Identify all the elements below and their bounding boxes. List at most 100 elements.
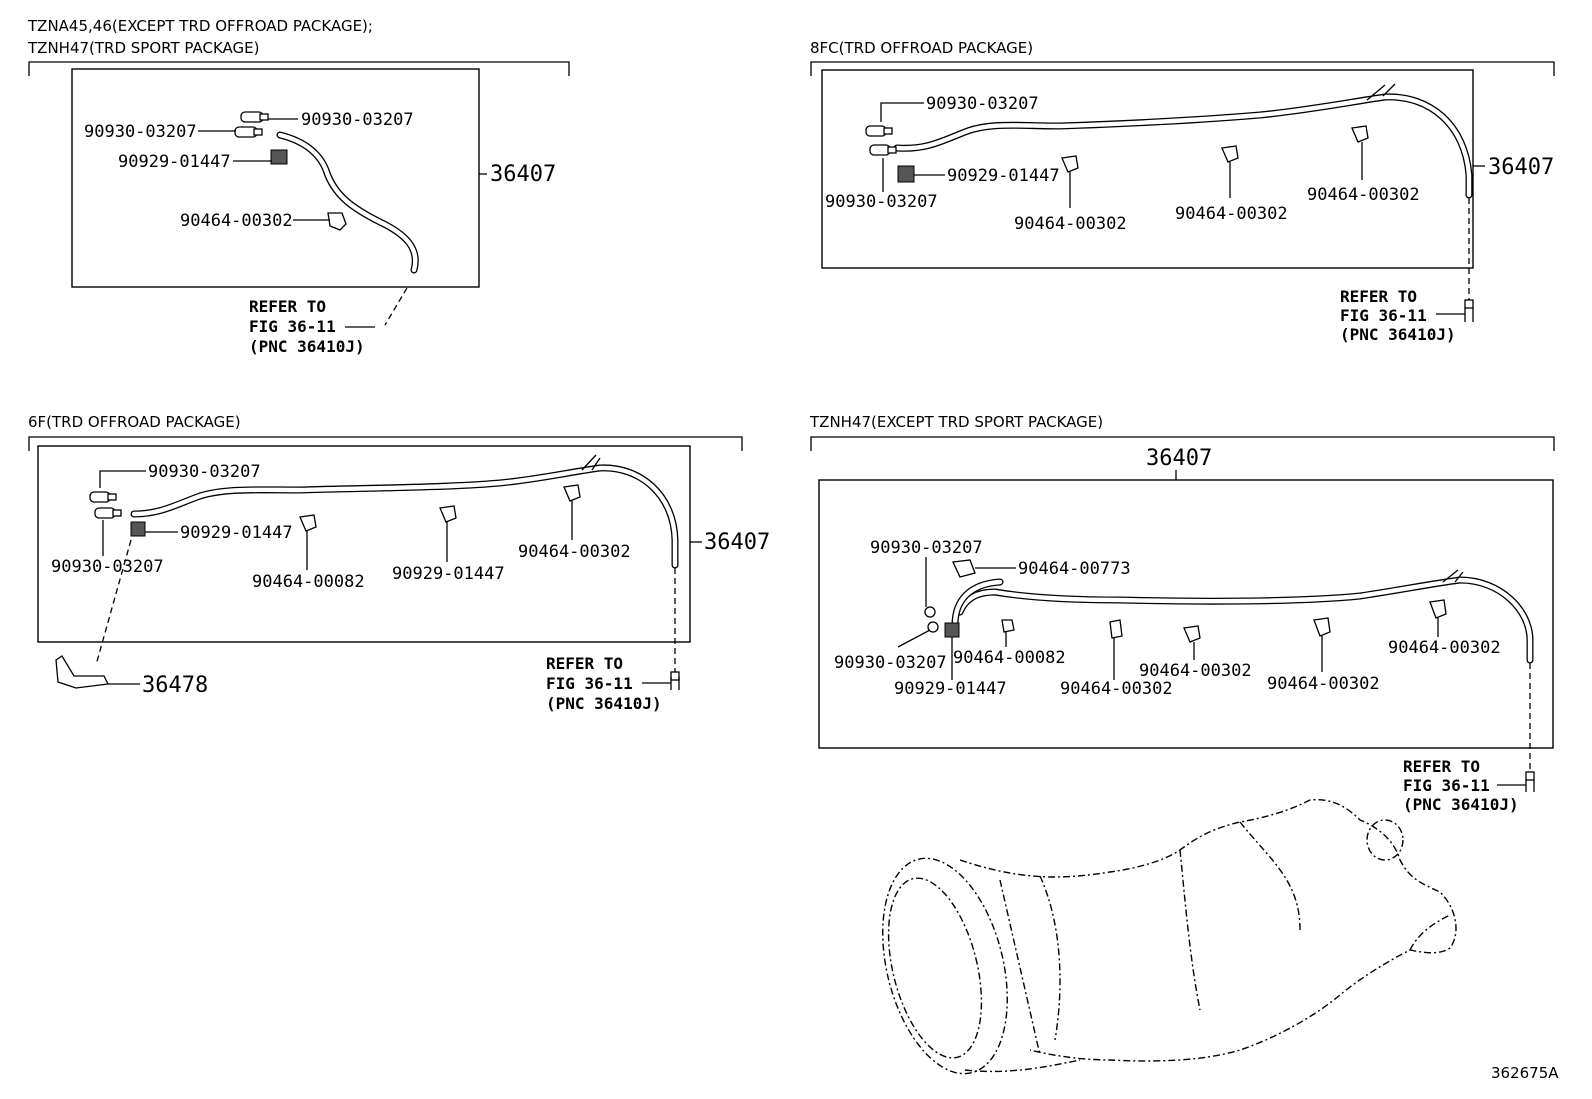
- panel-c-refer-line-2: FIG 36-11: [546, 674, 633, 693]
- panel-d-label-90464-00302-4: 90464-00302: [1388, 638, 1501, 658]
- panel-a-main-part-number: 36407: [490, 162, 556, 187]
- panel-a-bracket-clip: [270, 149, 288, 165]
- panel-c-main-part-number: 36407: [704, 530, 770, 555]
- panel-b-frame: [821, 69, 1474, 269]
- panel-c-bracket-clip: [130, 521, 146, 537]
- panel-d-label-90464-00302-1: 90464-00302: [1060, 679, 1173, 699]
- panel-d-label-90930-03207-lower: 90930-03207: [834, 653, 947, 673]
- panel-c-header-line-1: 6F(TRD OFFROAD PACKAGE): [28, 413, 241, 431]
- panel-d-refer-leader: [1497, 779, 1535, 792]
- panel-a-label-90930-03207-upper: 90930-03207: [301, 110, 414, 130]
- panel-c-refer-leader: [642, 677, 680, 690]
- panel-b-hose-fitting-lower: [869, 144, 897, 156]
- panel-d-label-90930-03207-upper: 90930-03207: [870, 538, 983, 558]
- panel-b-header-line-1: 8FC(TRD OFFROAD PACKAGE): [810, 39, 1033, 57]
- panel-c-frame: [37, 445, 691, 643]
- panel-c-label-90464-00082: 90464-00082: [252, 572, 365, 592]
- panel-a-frame: [71, 68, 480, 288]
- panel-d-clamp-00773: [952, 559, 976, 578]
- panel-a-label-90464-00302: 90464-00302: [180, 211, 293, 231]
- panel-d-header-line-1: TZNH47(EXCEPT TRD SPORT PACKAGE): [809, 413, 1103, 431]
- panel-b-label-90464-00302-3: 90464-00302: [1307, 185, 1420, 205]
- panel-c-refer-line-1: REFER TO: [546, 654, 623, 673]
- panel-c-label-90930-03207-upper: 90930-03207: [148, 462, 261, 482]
- panel-b-bracket-clip: [897, 165, 915, 183]
- panel-c-bracket-36478: [55, 655, 109, 689]
- panel-b-pipe: [893, 83, 1473, 199]
- panel-c-label-90930-03207-lower: 90930-03207: [51, 557, 164, 577]
- panel-d-hose-fitting-upper: [924, 606, 936, 618]
- panel-b-clamp-1: [1061, 155, 1079, 173]
- panel-a-refer-line-3: (PNC 36410J): [249, 337, 365, 356]
- panel-c-hose-fitting-upper: [89, 491, 117, 503]
- panel-c: 6F(TRD OFFROAD PACKAGE) 90930-03207 9092…: [28, 413, 770, 713]
- panel-b-clamp-2: [1221, 145, 1239, 163]
- panel-c-bracket-dash: [95, 539, 132, 666]
- panel-d-label-90929-01447: 90929-01447: [894, 679, 1007, 699]
- panel-a-clamp: [327, 212, 347, 231]
- panel-b-label-90464-00302-2: 90464-00302: [1175, 204, 1288, 224]
- panel-a-label-90930-03207-lower: 90930-03207: [84, 122, 197, 142]
- panel-b-hose-fitting-upper: [865, 125, 893, 137]
- panel-d-clamp-00082: [1001, 619, 1015, 633]
- transmission-outline: [882, 798, 1457, 1075]
- panel-d-frame: [818, 479, 1554, 749]
- panel-c-label-90929-01447-1: 90929-01447: [180, 523, 293, 543]
- panel-d-label-90464-00082: 90464-00082: [953, 648, 1066, 668]
- panel-d-clamp-3: [1313, 617, 1331, 637]
- panel-b-leader-1: [880, 102, 924, 122]
- panel-c-pipe: [130, 454, 679, 569]
- panel-d-refer-fitting: [1525, 771, 1535, 781]
- panel-c-clamp-2: [439, 505, 457, 523]
- panel-d: TZNH47(EXCEPT TRD SPORT PACKAGE) 36407: [809, 413, 1555, 814]
- panel-a-header-line-1: TZNA45,46(EXCEPT TRD OFFROAD PACKAGE);: [27, 17, 373, 35]
- panel-a-pipe: [276, 131, 419, 274]
- panel-c-refer-fitting: [670, 671, 680, 681]
- panel-a: TZNA45,46(EXCEPT TRD OFFROAD PACKAGE); T…: [27, 17, 570, 356]
- panel-b: 8FC(TRD OFFROAD PACKAGE) 90930-03207 909…: [810, 39, 1555, 344]
- panel-d-header-bracket: [810, 436, 1555, 451]
- panel-c-clamp-3: [563, 484, 581, 502]
- panel-a-refer-line-2: FIG 36-11: [249, 317, 336, 336]
- panel-d-label-90464-00773: 90464-00773: [1018, 559, 1131, 579]
- panel-b-header-bracket: [810, 61, 1555, 76]
- panel-a-label-90929-01447: 90929-01447: [118, 152, 231, 172]
- panel-a-hose-fitting-lower: [234, 126, 263, 138]
- panel-d-hose-fitting-lower: [927, 621, 939, 633]
- panel-c-clamp-1: [299, 514, 317, 532]
- panel-b-refer-line-1: REFER TO: [1340, 287, 1417, 306]
- panel-b-refer-leader: [1436, 308, 1474, 322]
- panel-a-refer-line-1: REFER TO: [249, 297, 326, 316]
- illustration-id: 362675A: [1491, 1064, 1559, 1082]
- panel-c-leader-1: [99, 470, 146, 488]
- panel-d-clamp-1: [1109, 619, 1123, 639]
- panel-b-refer-fitting: [1464, 299, 1474, 309]
- panel-b-label-90930-03207-lower: 90930-03207: [825, 192, 938, 212]
- panel-c-hose-fitting-lower: [94, 507, 122, 519]
- panel-b-refer-line-3: (PNC 36410J): [1340, 325, 1456, 344]
- panel-d-refer-line-1: REFER TO: [1403, 757, 1480, 776]
- panel-d-bracket-clip: [944, 622, 960, 638]
- panel-b-label-90929-01447: 90929-01447: [947, 166, 1060, 186]
- panel-b-label-90930-03207-upper: 90930-03207: [926, 94, 1039, 114]
- panel-b-main-part-number: 36407: [1488, 155, 1554, 180]
- panel-d-refer-line-2: FIG 36-11: [1403, 776, 1490, 795]
- panel-c-label-36478: 36478: [142, 673, 208, 698]
- panel-c-header-bracket: [28, 436, 743, 451]
- panel-d-label-90464-00302-2: 90464-00302: [1139, 661, 1252, 681]
- panel-a-header-line-2: TZNH47(TRD SPORT PACKAGE): [27, 39, 260, 57]
- panel-a-refer-dash: [384, 287, 408, 326]
- panel-d-label-90464-00302-3: 90464-00302: [1267, 674, 1380, 694]
- panel-d-clamp-2: [1183, 625, 1201, 643]
- panel-a-hose-fitting-upper: [240, 111, 269, 123]
- panel-c-label-90929-01447-2: 90929-01447: [392, 564, 505, 584]
- panel-c-label-90464-00302: 90464-00302: [518, 542, 631, 562]
- panel-d-clamp-4: [1429, 599, 1447, 619]
- panel-d-main-part-number: 36407: [1146, 446, 1212, 471]
- panel-c-refer-line-3: (PNC 36410J): [546, 694, 662, 713]
- panel-d-pipe: [951, 569, 1534, 664]
- panel-d-refer-line-3: (PNC 36410J): [1403, 795, 1519, 814]
- panel-d-leader-3: [897, 629, 931, 648]
- panel-a-header-bracket: [28, 61, 570, 76]
